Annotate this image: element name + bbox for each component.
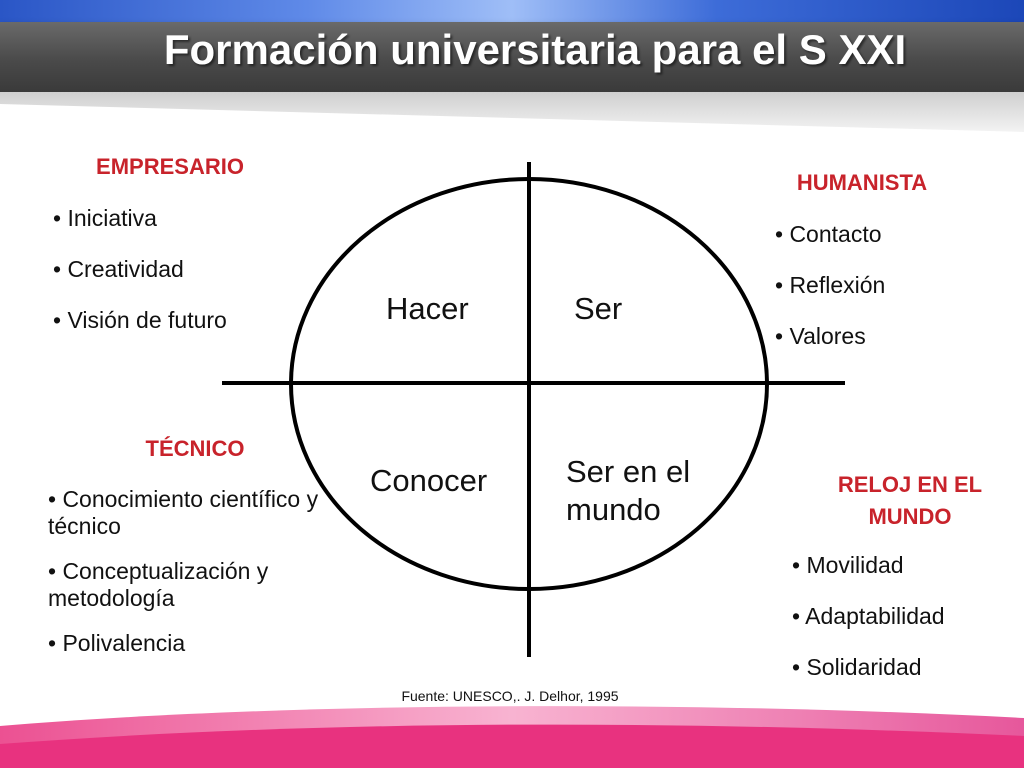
list-empresario: • Iniciativa • Creatividad • Visión de f… <box>53 205 293 358</box>
heading-empresario: EMPRESARIO <box>96 154 244 179</box>
list-item: • Valores <box>775 323 866 349</box>
heading-humanista: HUMANISTA <box>796 170 928 195</box>
list-reloj-en-el-mundo: • Movilidad • Adaptabilidad • Solidarida… <box>792 552 1012 705</box>
list-item: • Movilidad <box>792 552 904 578</box>
source-citation: Fuente: UNESCO,. J. Delhor, 1995 <box>401 688 619 704</box>
heading-reloj-en-el-mundo: RELOJ EN EL MUNDO <box>837 472 983 529</box>
quadrant-label-ser: Ser <box>574 291 623 326</box>
list-item: • Conceptualización y metodología <box>48 558 269 611</box>
list-item: • Solidaridad <box>792 654 922 680</box>
list-item: • Adaptabilidad <box>792 603 945 629</box>
heading-tecnico: TÉCNICO <box>145 436 245 461</box>
list-tecnico: • Conocimiento científico y técnico • Co… <box>48 486 338 681</box>
list-humanista: • Contacto • Reflexión • Valores <box>775 221 975 374</box>
title-bar <box>0 22 1024 92</box>
bottom-decorative-wave <box>0 706 1024 768</box>
quadrant-label-ser-en-el-mundo: Ser en el mundo <box>566 454 691 527</box>
list-item: • Iniciativa <box>53 205 157 231</box>
list-item: • Reflexión <box>775 272 886 298</box>
top-decorative-stripe <box>0 0 1024 22</box>
quadrant-label-conocer: Conocer <box>370 463 488 498</box>
list-item: • Visión de futuro <box>53 307 227 333</box>
list-item: • Conocimiento científico y técnico <box>48 486 319 539</box>
quadrant-label-hacer: Hacer <box>386 291 469 326</box>
slide-title: Formación universitaria para el S XXI <box>163 26 907 73</box>
list-item: • Contacto <box>775 221 882 247</box>
list-item: • Creatividad <box>53 256 184 282</box>
list-item: • Polivalencia <box>48 630 186 656</box>
